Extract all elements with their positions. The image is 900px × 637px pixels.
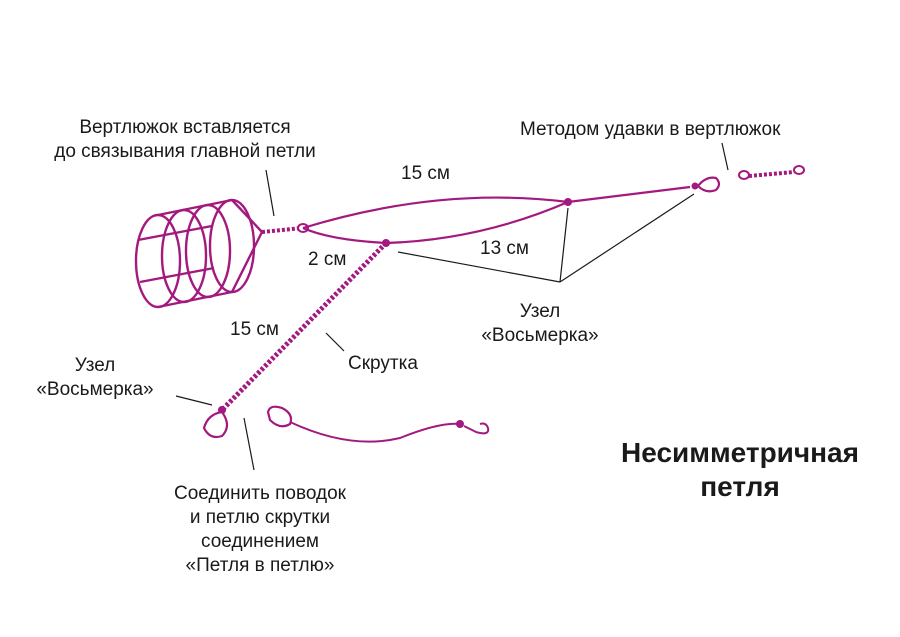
twist-label: Скрутка (348, 353, 418, 374)
connect-note: Соединить поводок и петлю скрутки соедин… (130, 482, 390, 578)
title-line1: Несимметричная (621, 437, 859, 468)
pinch-method-label: Методом удавки в вертлюжок (520, 119, 781, 140)
connect-note-line2: и петлю скрутки (189, 507, 331, 528)
hook-icon (463, 422, 490, 435)
connect-note-line3: соединением (201, 531, 319, 552)
knot-tip (691, 182, 699, 190)
end-loop (696, 176, 721, 193)
pointer-lines (175, 142, 729, 471)
swivel-icon (738, 165, 805, 180)
swivel-note-line1: Вертлюжок вставляется (79, 117, 291, 138)
title-line2: петля (700, 471, 780, 502)
cage-feeder-icon (134, 198, 264, 309)
twist-end-loop (202, 410, 229, 439)
swivel-note-line2: до связывания главной петли (54, 141, 316, 162)
knot-right-line2: «Восьмерка» (481, 325, 599, 346)
length-2: 2 см (308, 249, 347, 270)
length-13: 13 см (480, 238, 529, 259)
leader (266, 405, 490, 443)
diagram-title: Несимметричная петля (580, 436, 900, 504)
connect-note-line1: Соединить поводок (174, 483, 346, 504)
length-15-twist: 15 см (230, 319, 279, 340)
knot-left-line1: Узел (74, 355, 116, 376)
knot-right-line1: Узел (519, 301, 561, 322)
connect-note-line4: «Петля в петлю» (185, 555, 335, 576)
knot-left-line2: «Восьмерка» (36, 379, 154, 400)
knot-right-label: Узел «Восьмерка» (455, 300, 625, 348)
knot-left-label: Узел «Восьмерка» (10, 354, 180, 402)
length-15-top: 15 см (401, 163, 450, 184)
knot-upper (564, 198, 572, 206)
twisted-leg (220, 241, 388, 412)
main-loop (302, 185, 691, 245)
swivel-note: Вертлюжок вставляется до связывания глав… (20, 116, 350, 164)
swivel-icon (261, 223, 309, 234)
